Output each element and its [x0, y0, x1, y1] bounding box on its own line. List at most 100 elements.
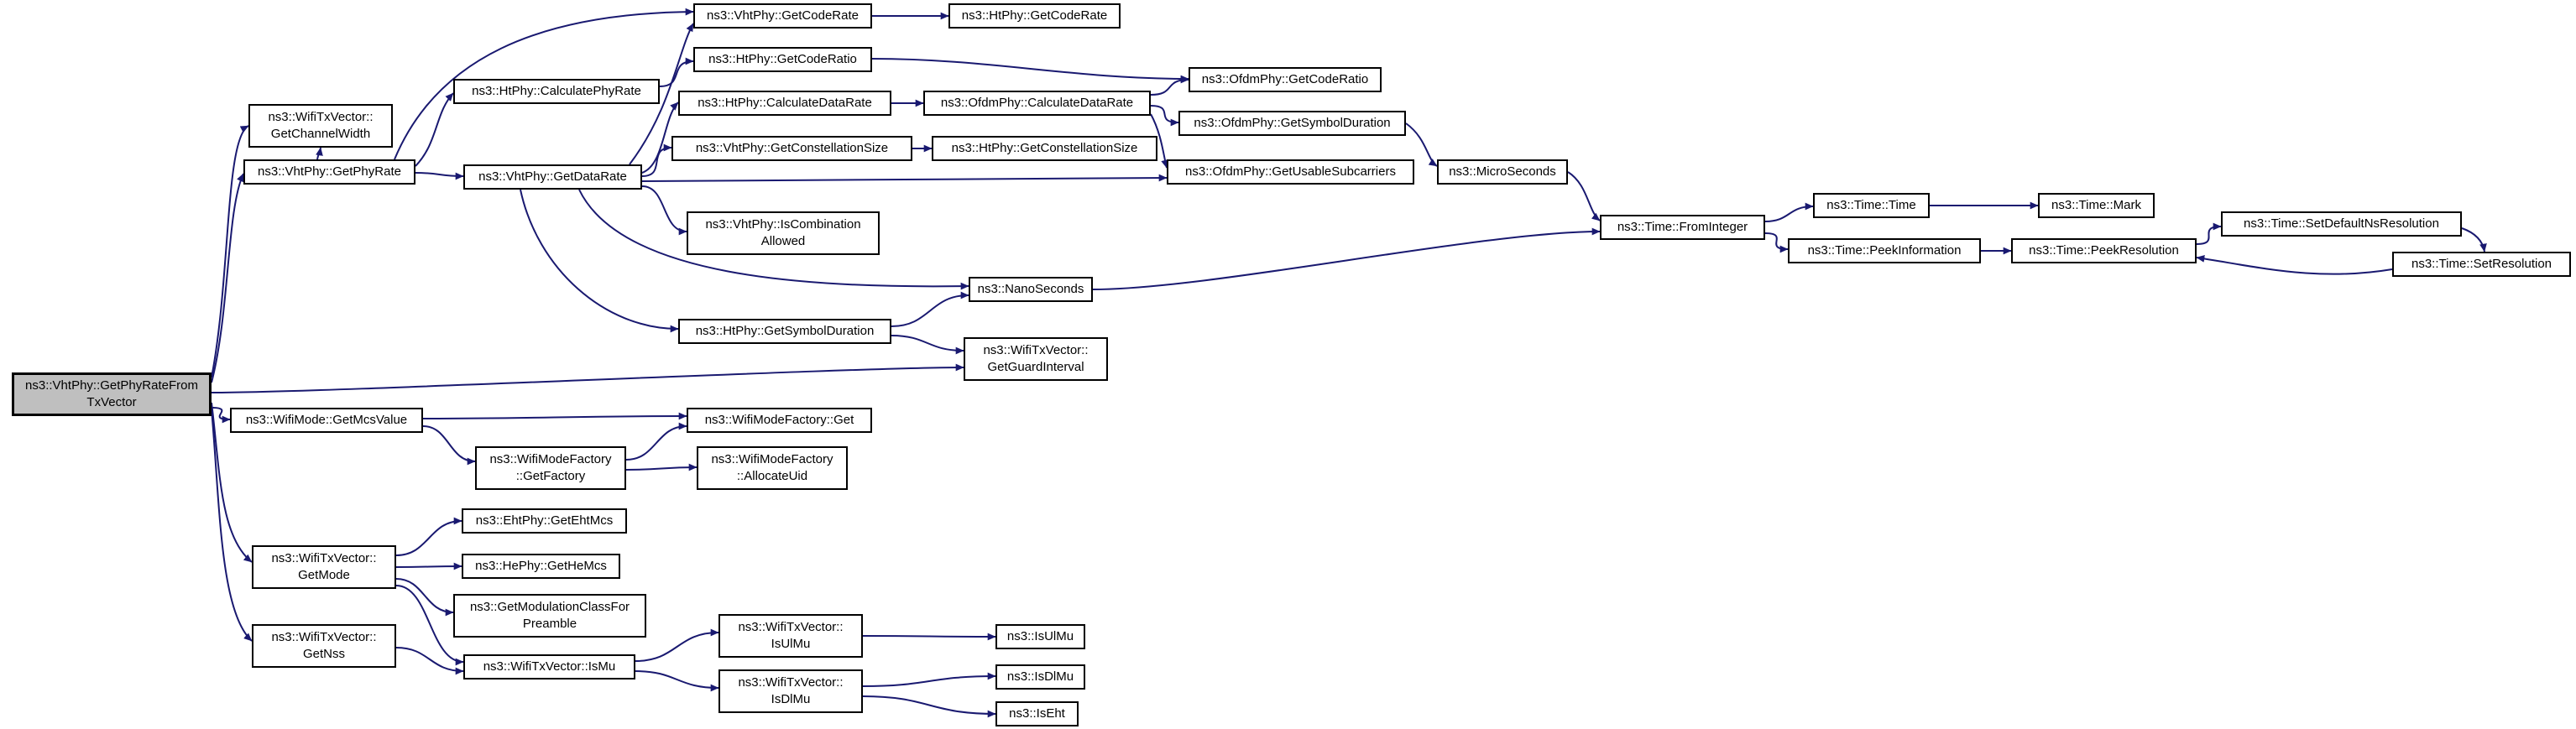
call-edge-fromInteger--peekInformation	[1764, 232, 1789, 253]
call-edge-htGetSymbolDuration--getGuardInterval	[891, 335, 964, 355]
graph-node-isMu[interactable]: ns3::WifiTxVector::IsMu	[463, 654, 635, 680]
graph-node-label: ns3::Time::PeekResolution	[2029, 243, 2179, 258]
graph-node-getEhtMcs[interactable]: ns3::EhtPhy::GetEhtMcs	[462, 508, 627, 534]
graph-node-label: ns3::WifiTxVector::	[271, 630, 377, 644]
edges-group	[211, 8, 2487, 718]
graph-node-label: ns3::VhtPhy::GetDataRate	[478, 169, 627, 184]
call-edge-getMode--getModClassForPreamble	[395, 578, 454, 617]
graph-node-getHeMcs[interactable]: ns3::HePhy::GetHeMcs	[462, 554, 620, 579]
graph-node-htGetCodeRatio[interactable]: ns3::HtPhy::GetCodeRatio	[693, 47, 872, 72]
graph-node-label: ns3::EhtPhy::GetEhtMcs	[475, 513, 614, 528]
graph-node-getChannelWidth[interactable]: ns3::WifiTxVector::GetChannelWidth	[248, 104, 393, 148]
graph-node-label: ns3::Time::Time	[1826, 198, 1916, 212]
call-edge-ofdmCalculateDataRate--ofdmGetUsableSubcarriers	[1150, 113, 1168, 169]
graph-node-setResolution[interactable]: ns3::Time::SetResolution	[2392, 252, 2571, 277]
graph-node-label: ns3::Time::FromInteger	[1617, 220, 1748, 234]
graph-node-label: ::GetFactory	[515, 469, 586, 483]
graph-node-label: ns3::HePhy::GetHeMcs	[475, 559, 607, 573]
graph-node-allocateUid[interactable]: ns3::WifiModeFactory::AllocateUid	[697, 446, 848, 490]
graph-node-htCalculateDataRate[interactable]: ns3::HtPhy::CalculateDataRate	[678, 91, 891, 116]
graph-node-label: ns3::VhtPhy::GetPhyRateFrom	[25, 378, 198, 393]
graph-node-wmfGet[interactable]: ns3::WifiModeFactory::Get	[687, 408, 872, 433]
graph-node-ofdmGetSymbolDuration[interactable]: ns3::OfdmPhy::GetSymbolDuration	[1178, 111, 1406, 136]
call-edge-nanoSeconds--fromInteger	[1092, 227, 1601, 290]
graph-node-timeMark[interactable]: ns3::Time::Mark	[2038, 193, 2155, 218]
graph-node-label: ns3::Time::SetDefaultNsResolution	[2244, 216, 2439, 231]
call-edge-getPhyRate--vhtGetCodeRate	[394, 8, 694, 160]
graph-node-label: ns3::HtPhy::GetSymbolDuration	[695, 324, 875, 338]
graph-node-label: TxVector	[86, 395, 137, 409]
graph-node-htGetConstellationSize[interactable]: ns3::HtPhy::GetConstellationSize	[932, 136, 1157, 161]
call-edge-getDataRate--isCombinationAllowed	[641, 185, 687, 236]
graph-node-nsIsDlMu[interactable]: ns3::IsDlMu	[995, 664, 1085, 690]
graph-node-wtvIsUlMu[interactable]: ns3::WifiTxVector::IsUlMu	[718, 614, 863, 658]
graph-node-fromInteger[interactable]: ns3::Time::FromInteger	[1600, 215, 1765, 240]
call-edge-wtvIsDlMu--nsIsEht	[862, 695, 996, 718]
graph-node-label: ns3::MicroSeconds	[1449, 164, 1556, 179]
call-edge-getMcsValue--wmfGet	[422, 412, 687, 420]
graph-node-label: ns3::HtPhy::GetConstellationSize	[951, 141, 1138, 155]
graph-node-getDataRate[interactable]: ns3::VhtPhy::GetDataRate	[463, 164, 642, 190]
graph-node-nsIsEht[interactable]: ns3::IsEht	[995, 701, 1079, 726]
call-edge-peekResolution--setDefaultNsResolution	[2196, 222, 2222, 245]
graph-node-label: ns3::HtPhy::CalculateDataRate	[698, 96, 872, 110]
call-edge-wtvIsUlMu--nsIsUlMu	[862, 633, 996, 641]
graph-node-vhtGetCodeRate[interactable]: ns3::VhtPhy::GetCodeRate	[693, 3, 872, 29]
graph-node-label: GetNss	[302, 647, 345, 661]
graph-node-vhtGetConstellationSize[interactable]: ns3::VhtPhy::GetConstellationSize	[671, 136, 912, 161]
graph-node-nsIsUlMu[interactable]: ns3::IsUlMu	[995, 624, 1085, 649]
graph-node-ofdmCalculateDataRate[interactable]: ns3::OfdmPhy::CalculateDataRate	[923, 91, 1151, 116]
call-edge-main--getChannelWidth	[211, 125, 249, 378]
call-edge-getMode--getHeMcs	[395, 562, 462, 570]
call-edge-main--getNss	[211, 409, 253, 642]
graph-node-label: ns3::Time::Mark	[2051, 198, 2141, 212]
graph-node-label: ns3::HtPhy::GetCodeRatio	[708, 52, 857, 66]
graph-node-setDefaultNsResolution[interactable]: ns3::Time::SetDefaultNsResolution	[2221, 211, 2462, 237]
call-edge-wtvIsDlMu--nsIsDlMu	[862, 672, 996, 687]
graph-node-getFactory[interactable]: ns3::WifiModeFactory::GetFactory	[475, 446, 626, 490]
graph-node-wtvIsDlMu[interactable]: ns3::WifiTxVector::IsDlMu	[718, 669, 863, 713]
graph-node-getMode[interactable]: ns3::WifiTxVector::GetMode	[252, 545, 396, 589]
graph-node-peekResolution[interactable]: ns3::Time::PeekResolution	[2011, 238, 2197, 263]
graph-node-label: GetChannelWidth	[270, 127, 371, 141]
call-edge-microSeconds--fromInteger	[1567, 171, 1601, 221]
graph-node-label: Preamble	[522, 617, 577, 631]
call-edge-ofdmGetSymbolDuration--microSeconds	[1405, 122, 1438, 167]
graph-node-label: ns3::WifiTxVector::	[738, 675, 844, 690]
call-edge-getPhyRate--calculatePhyRate	[415, 92, 454, 167]
graph-node-htGetSymbolDuration[interactable]: ns3::HtPhy::GetSymbolDuration	[678, 319, 891, 344]
graph-node-htGetCodeRate[interactable]: ns3::HtPhy::GetCodeRate	[948, 3, 1121, 29]
call-edge-setResolution--peekResolution	[2196, 255, 2393, 275]
graph-node-label: ns3::WifiModeFactory	[489, 452, 612, 466]
call-edge-getFactory--allocateUid	[625, 463, 698, 471]
graph-node-label: ns3::IsDlMu	[1006, 669, 1074, 684]
graph-node-label: ns3::HtPhy::GetCodeRate	[961, 8, 1108, 23]
call-edge-main--getMcsValue	[211, 407, 231, 424]
graph-node-label: ns3::VhtPhy::GetCodeRate	[707, 8, 859, 23]
graph-node-label: ns3::Time::PeekInformation	[1807, 243, 1962, 258]
graph-node-label: ns3::OfdmPhy::GetSymbolDuration	[1194, 116, 1391, 130]
graph-node-label: ns3::OfdmPhy::GetCodeRatio	[1201, 72, 1369, 86]
graph-node-peekInformation[interactable]: ns3::Time::PeekInformation	[1788, 238, 1981, 263]
graph-node-getPhyRate[interactable]: ns3::VhtPhy::GetPhyRate	[243, 159, 415, 185]
graph-node-label: IsDlMu	[771, 692, 811, 706]
call-edge-getMode--isMu	[395, 585, 464, 666]
graph-node-nanoSeconds[interactable]: ns3::NanoSeconds	[969, 277, 1093, 302]
graph-node-getMcsValue[interactable]: ns3::WifiMode::GetMcsValue	[230, 408, 423, 433]
graph-node-timeTime[interactable]: ns3::Time::Time	[1813, 193, 1930, 218]
graph-node-calculatePhyRate[interactable]: ns3::HtPhy::CalculatePhyRate	[453, 79, 660, 104]
graph-node-label: ns3::Time::SetResolution	[2411, 257, 2552, 271]
graph-node-label: ns3::IsEht	[1009, 706, 1065, 721]
graph-node-label: ns3::OfdmPhy::GetUsableSubcarriers	[1185, 164, 1396, 179]
graph-node-getNss[interactable]: ns3::WifiTxVector::GetNss	[252, 624, 396, 668]
graph-node-ofdmGetCodeRatio[interactable]: ns3::OfdmPhy::GetCodeRatio	[1189, 67, 1382, 92]
graph-node-label: ns3::WifiMode::GetMcsValue	[245, 413, 408, 427]
graph-node-microSeconds[interactable]: ns3::MicroSeconds	[1437, 159, 1568, 185]
graph-node-label: ns3::WifiModeFactory::Get	[704, 413, 854, 427]
graph-node-ofdmGetUsableSubcarriers[interactable]: ns3::OfdmPhy::GetUsableSubcarriers	[1167, 159, 1414, 185]
graph-node-getGuardInterval[interactable]: ns3::WifiTxVector::GetGuardInterval	[964, 337, 1108, 381]
call-edge-getNss--isMu	[395, 647, 464, 675]
